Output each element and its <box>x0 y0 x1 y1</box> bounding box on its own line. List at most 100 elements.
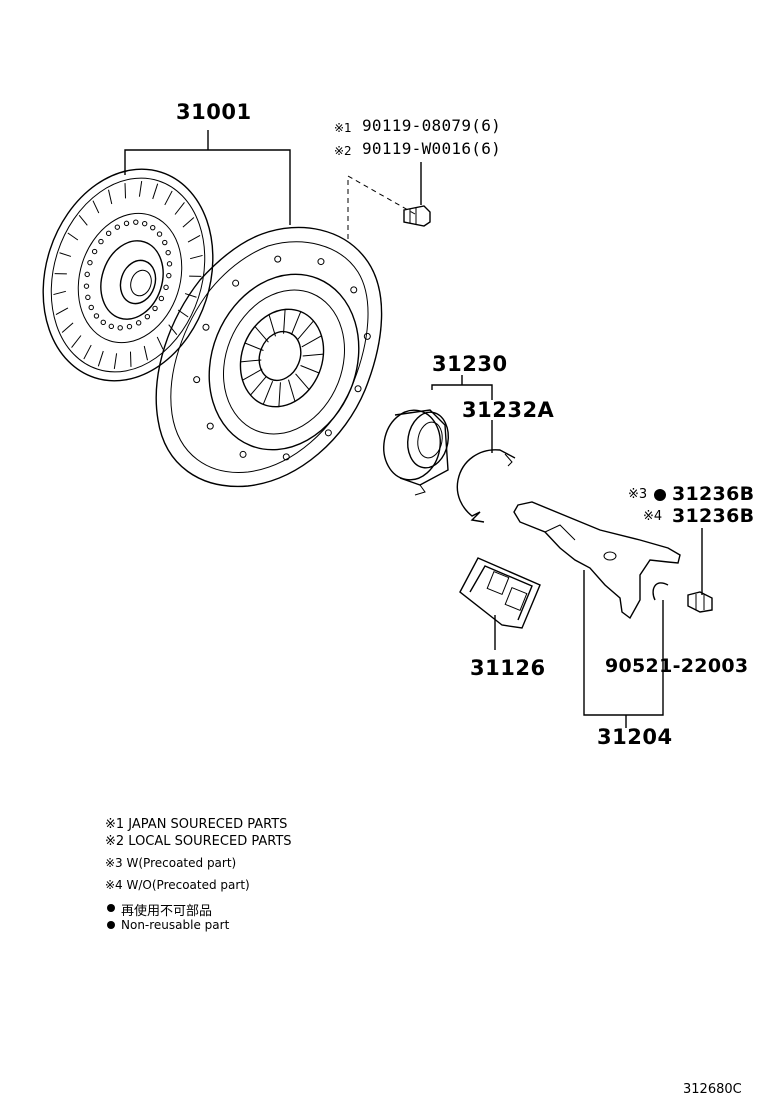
diaphragm-finger <box>250 376 267 396</box>
diaphragm-finger <box>288 379 296 402</box>
disc-rivet <box>114 224 121 230</box>
disc-tooth <box>53 290 66 296</box>
disc-rivet <box>135 320 142 326</box>
disc-tooth <box>168 324 178 335</box>
disc-tooth <box>152 183 159 200</box>
disc-tooth <box>108 189 113 205</box>
disc-tooth <box>97 350 104 367</box>
non-reusable-mark-icon <box>654 489 666 501</box>
diagram-id: 312680C <box>683 1082 742 1097</box>
clutch-disc <box>42 168 214 382</box>
diaphragm-finger <box>244 342 264 351</box>
disc-rivet <box>84 271 90 278</box>
disc-tooth <box>55 307 69 315</box>
disc-tooth <box>187 235 201 243</box>
diaphragm-finger <box>295 373 310 390</box>
disc-tooth <box>138 180 143 197</box>
disc-rivet <box>100 319 106 326</box>
disc-rivet <box>105 230 112 237</box>
disc-rivet <box>87 259 93 266</box>
label-bolt-2-mark: ※2 <box>334 144 352 158</box>
disc-tooth <box>78 215 88 226</box>
cover-bolt-hole <box>354 385 362 393</box>
bearing-clip <box>456 420 516 523</box>
disc-tooth <box>143 345 148 361</box>
cover-bolt-hole <box>202 323 210 331</box>
disc-rivet <box>162 239 168 246</box>
disc-tooth <box>174 202 185 215</box>
disc-tooth <box>156 336 164 350</box>
disc-rivet <box>98 238 104 245</box>
bullet-icon <box>107 904 115 912</box>
diaphragm-finger <box>240 359 262 363</box>
disc-rivet <box>117 325 123 331</box>
disc-rivet <box>91 248 98 255</box>
disc-rivet <box>158 295 165 302</box>
disc-tooth <box>59 252 72 257</box>
label-boot: 31126 <box>470 656 546 680</box>
legend-note-5: 再使用不可部品 <box>121 904 213 919</box>
cover-bolt-hole <box>206 422 214 430</box>
disc-tooth <box>184 293 197 298</box>
disc-tooth <box>83 344 92 360</box>
legend-note-4: ※4 W/O(Precoated part) <box>105 878 250 892</box>
disc-rivet <box>152 305 158 312</box>
disc-rivet <box>83 283 90 289</box>
disc-tooth <box>71 335 82 348</box>
diaphragm-finger <box>268 314 276 337</box>
label-release-fork: 31204 <box>597 725 673 749</box>
disc-rivet <box>88 304 94 311</box>
label-fork-pivot-1-mark: ※3 <box>628 487 648 502</box>
disc-rivet <box>166 261 173 267</box>
bolt <box>347 162 431 240</box>
disc-rivet <box>141 220 148 227</box>
diaphragm-finger <box>297 320 314 340</box>
label-clutch-cover: 31001 <box>176 100 252 124</box>
label-fork-pivot-2-mark: ※4 <box>643 509 663 524</box>
disc-tooth <box>164 190 173 206</box>
disc-rivet <box>85 294 91 301</box>
diaphragm-finger <box>262 380 274 405</box>
label-bolt-1-mark: ※1 <box>334 121 352 135</box>
label-snap-ring: 90521-22003 <box>605 655 749 677</box>
disc-rivet <box>126 323 133 330</box>
label-fork-pivot-2: 31236B <box>672 505 755 527</box>
disc-rivet <box>166 272 172 279</box>
bullet-icon <box>107 921 115 929</box>
cover-bolt-hole <box>274 255 282 263</box>
disc-tooth <box>113 353 118 370</box>
disc-rivet <box>133 219 139 225</box>
cover-bolt-hole <box>317 258 325 266</box>
diaphragm-finger <box>254 326 269 343</box>
label-release-bearing: 31230 <box>432 352 508 376</box>
disc-tooth <box>67 232 79 241</box>
cover-bolt-hole <box>282 453 290 461</box>
disc-rivet <box>150 224 156 231</box>
release-fork <box>513 501 681 728</box>
cover-bolt-hole <box>350 286 358 294</box>
diaphragm-finger <box>283 309 286 334</box>
disc-rivet <box>108 323 115 330</box>
clutch-cover <box>155 226 383 488</box>
label-bolt-1: 90119-08079(6) <box>362 116 502 135</box>
legend-note-2: ※2 LOCAL SOURECED PARTS <box>105 834 292 849</box>
cover-bolt-hole <box>324 429 332 437</box>
legend-note-6: Non-reusable part <box>121 918 230 932</box>
boot <box>459 557 541 650</box>
cover-bolt-hole <box>239 450 247 458</box>
label-bolt-2: 90119-W0016(6) <box>362 139 502 158</box>
legend-note-3: ※3 W(Precoated part) <box>105 856 237 870</box>
legend-note-1: ※1 JAPAN SOURECED PARTS <box>105 817 288 832</box>
diaphragm-finger <box>278 382 281 407</box>
disc-tooth <box>92 200 100 214</box>
disc-rivet <box>163 284 169 291</box>
disc-tooth <box>61 322 74 333</box>
diaphragm-finger <box>242 368 263 381</box>
diaphragm-finger <box>301 335 322 348</box>
release-bearing <box>383 375 493 496</box>
cover-bolt-hole <box>193 376 201 384</box>
disc-rivet <box>156 231 163 237</box>
disc-rivet <box>165 249 171 256</box>
fork-pivot <box>687 528 713 613</box>
